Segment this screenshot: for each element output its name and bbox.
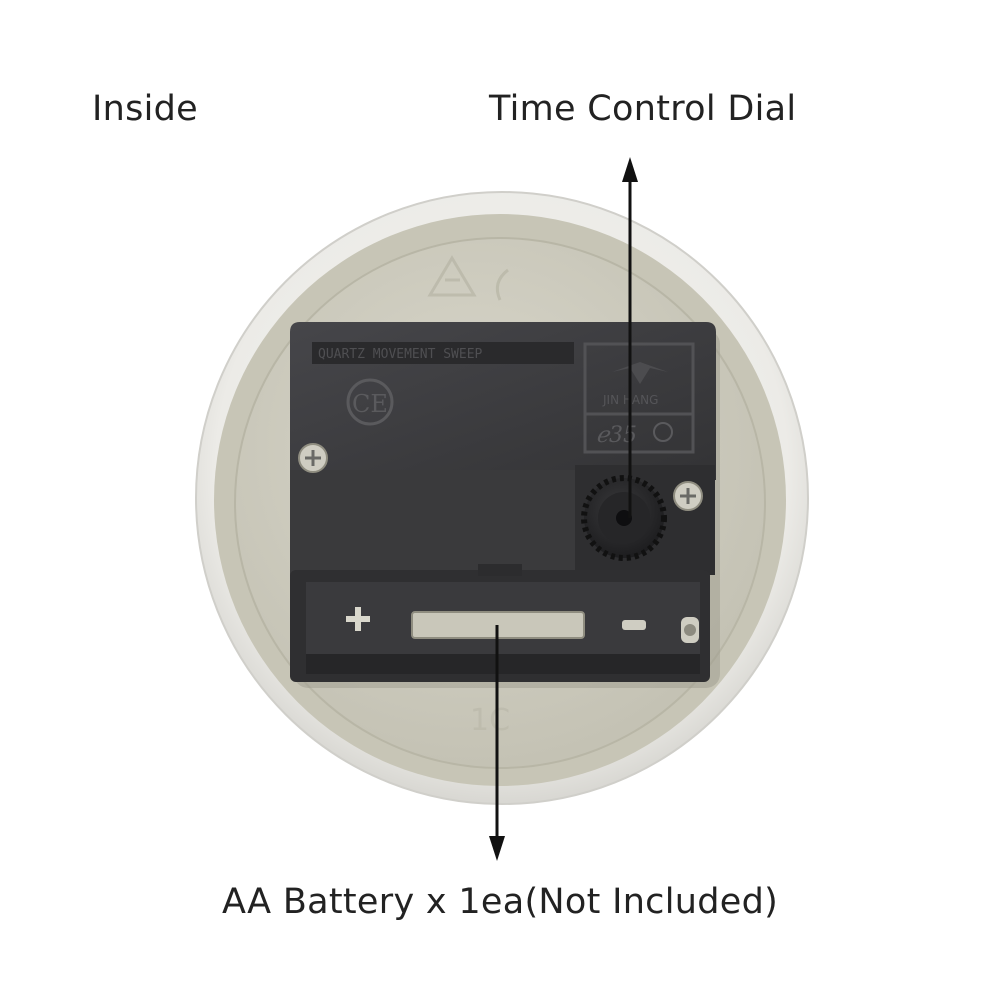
- emboss-mark: 1C: [470, 703, 510, 738]
- screw-icon: [298, 443, 328, 473]
- ce-mark: CE: [352, 390, 388, 418]
- plus-terminal: [346, 607, 370, 631]
- movement-strip-text: QUARTZ MOVEMENT SWEEP: [318, 347, 483, 362]
- recycle-icon: [427, 255, 477, 297]
- ce-mark-circle: [346, 378, 394, 426]
- minus-terminal: [622, 620, 646, 630]
- dial-pointer-arrow: [622, 157, 638, 518]
- battery-label: AA Battery x 1ea(Not Included): [221, 882, 779, 922]
- screw-icon: [673, 481, 703, 511]
- clock-movement: QUARTZ MOVEMENT SWEEP CE JIN HANG ℯ35: [290, 322, 720, 688]
- time-dial-knob[interactable]: [581, 475, 667, 561]
- time-control-dial-label: Time Control Dial: [489, 89, 797, 129]
- battery-pointer-arrow: [489, 625, 505, 861]
- inside-label: Inside: [92, 89, 199, 129]
- brand-box: [583, 342, 695, 454]
